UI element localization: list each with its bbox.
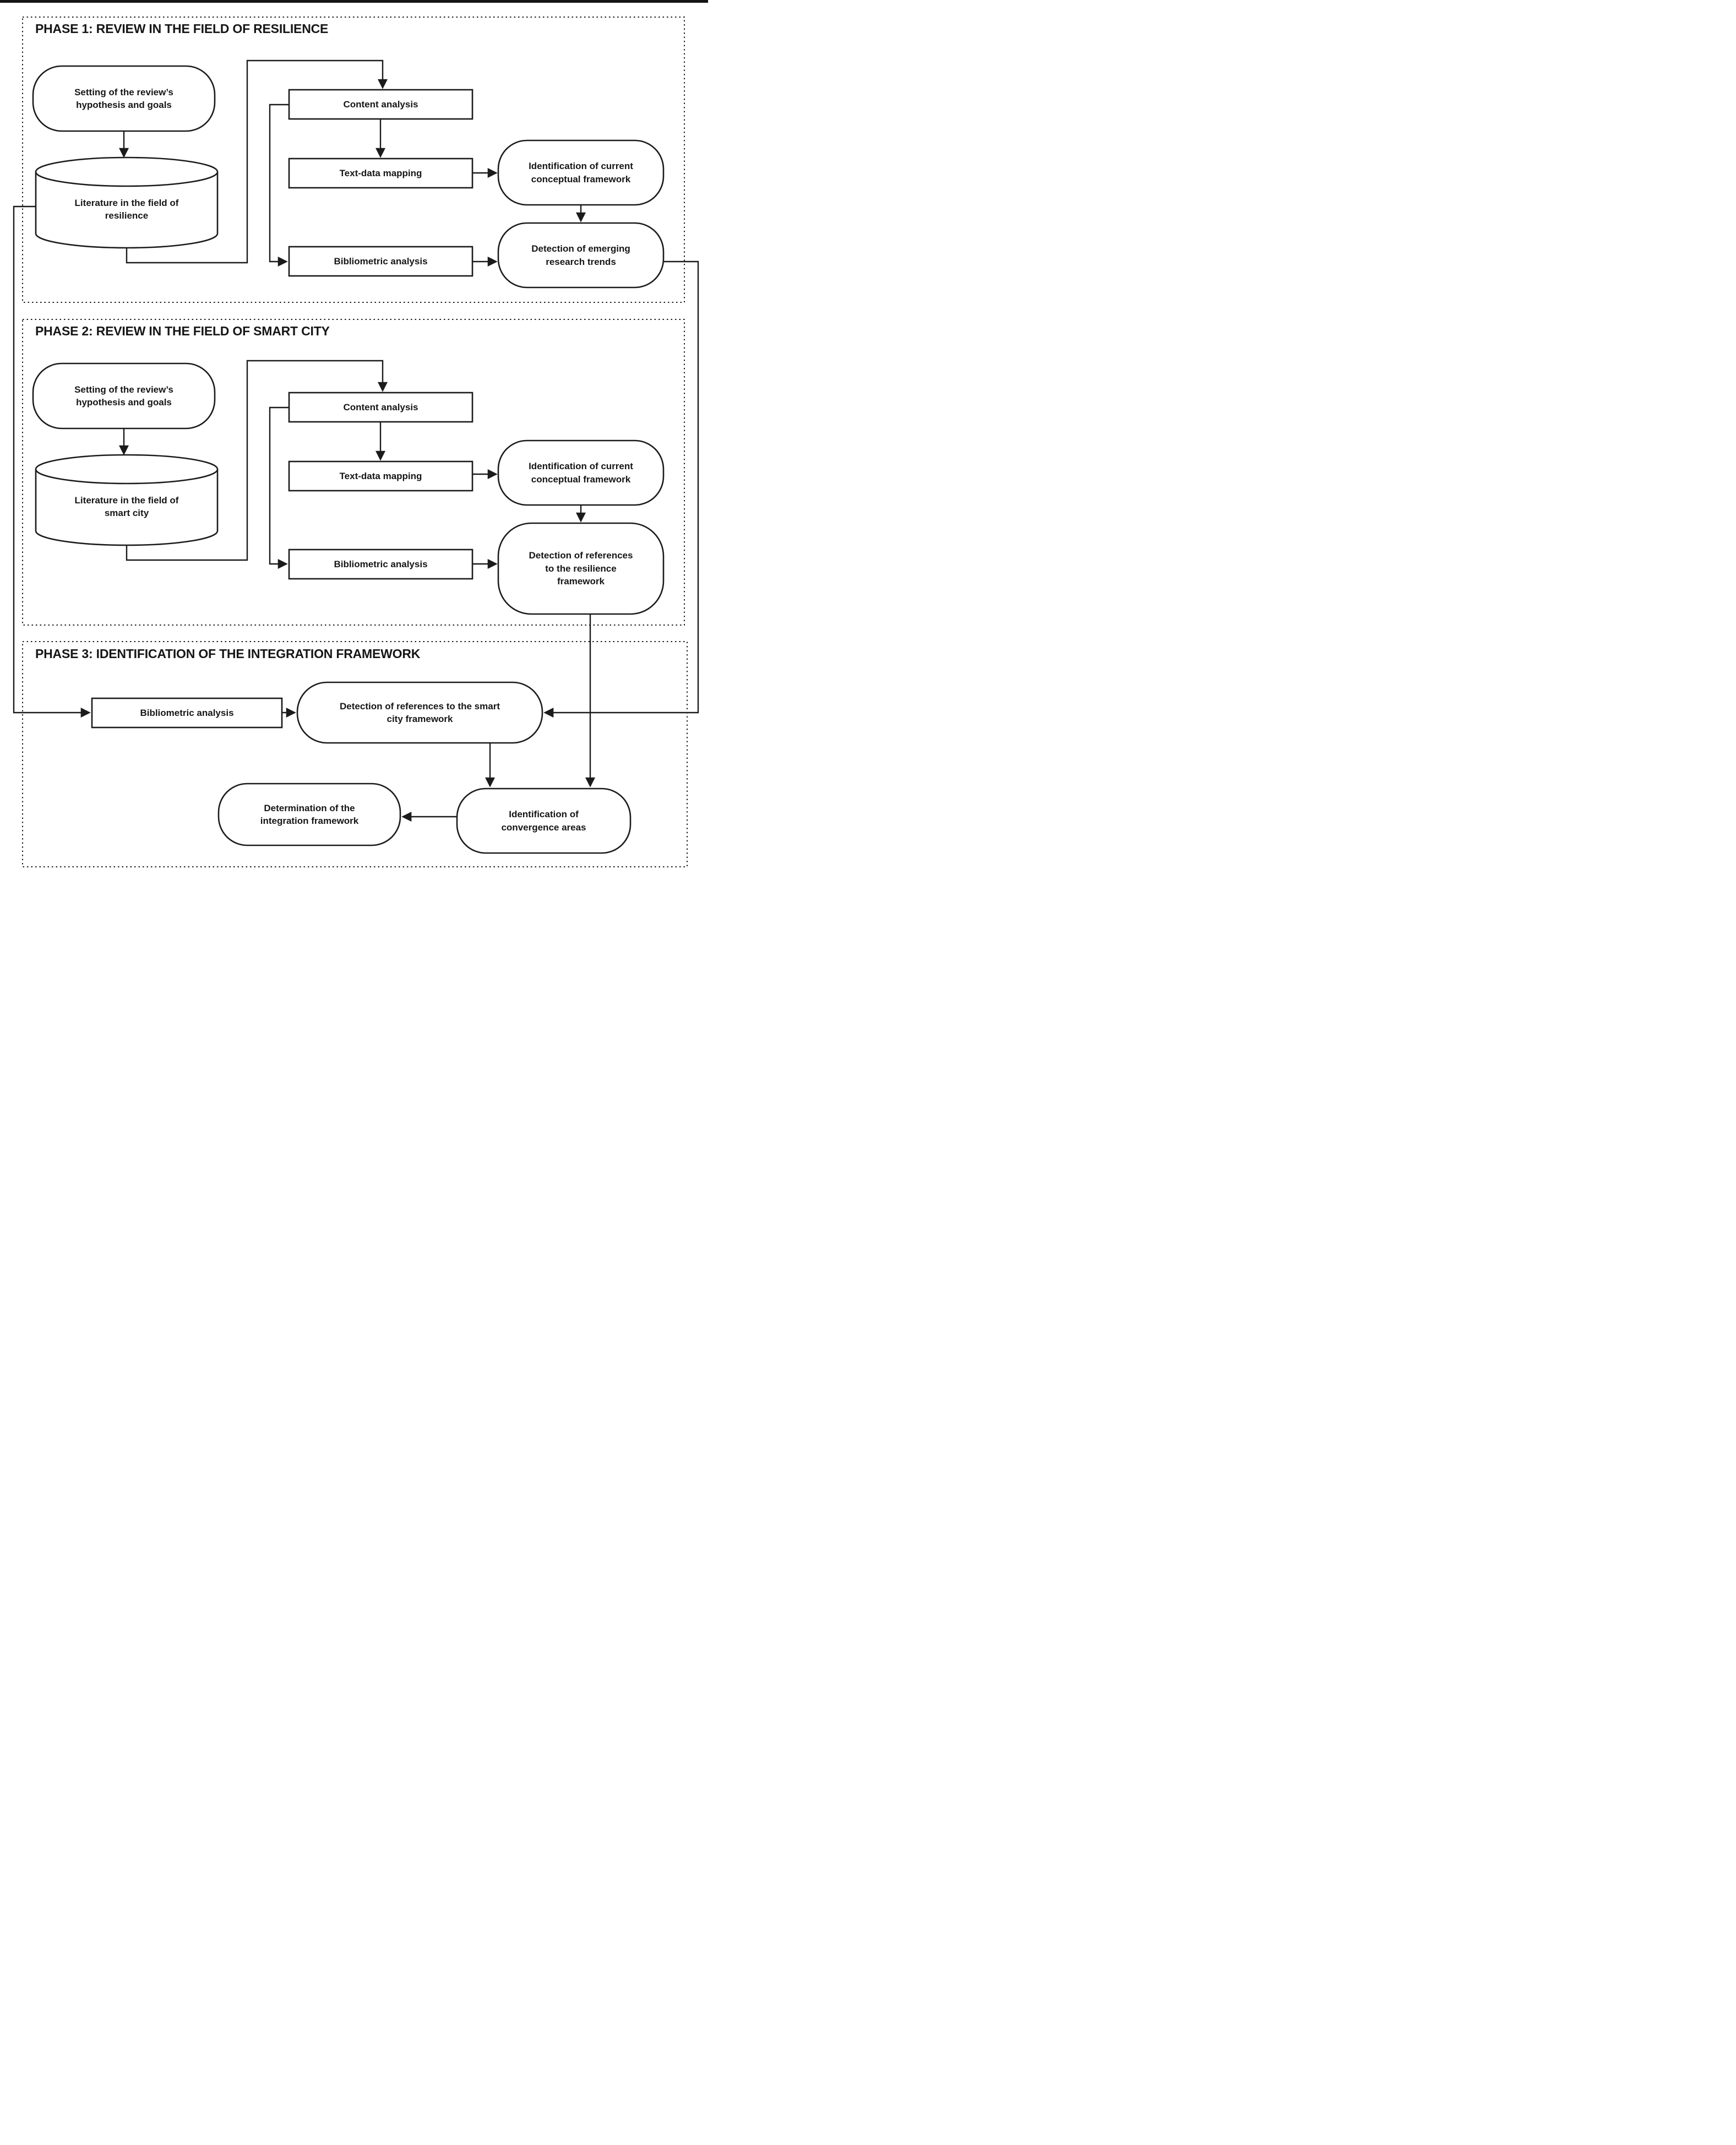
phase2-bibliometric-analysis-box (288, 549, 474, 580)
methodology-flowchart (13, 17, 699, 867)
phase2-detection-references-stadium (497, 522, 665, 615)
arrow-trends-to-smartcity-detection (543, 260, 699, 718)
phase2-identification-stadium (497, 439, 665, 506)
arrow-content2-to-bibliometric2 (269, 406, 289, 569)
flowchart-canvas: PHASE 1: REVIEW IN THE FIELD OF RESILIEN… (0, 0, 708, 875)
phase1-bibliometric-analysis-box (288, 246, 474, 277)
phase2-literature-cylinder-body (35, 469, 219, 546)
phase3-convergence-stadium (456, 788, 632, 854)
phase2-setting-stadium (32, 362, 216, 430)
phase3-box (22, 641, 688, 867)
phase2-box (22, 319, 685, 626)
phase3-determination-stadium (217, 783, 401, 846)
phase3-smartcity-detection-stadium (296, 681, 543, 744)
phase1-identification-stadium (497, 139, 665, 206)
phase2-content-analysis-box (288, 392, 474, 423)
scan-edge-artifact (0, 0, 708, 3)
arrow-content1-to-bibliometric1 (269, 104, 289, 267)
arrow-literature2-to-content2 (126, 360, 388, 561)
phase1-literature-cylinder-top (35, 156, 219, 187)
phase1-literature-cylinder-body (35, 172, 219, 249)
arrow-literature1-to-bibliometric3 (13, 205, 91, 718)
phase1-text-data-mapping-box (288, 158, 474, 189)
phase1-content-analysis-box (288, 89, 474, 120)
phase1-detection-trends-stadium (497, 222, 665, 289)
phase3-bibliometric-analysis-box (91, 697, 283, 729)
phase2-text-data-mapping-box (288, 460, 474, 492)
phase1-setting-stadium (32, 65, 216, 132)
phase1-box (22, 17, 685, 303)
arrow-literature1-to-content1 (126, 59, 388, 264)
phase2-literature-cylinder-top (35, 454, 219, 485)
